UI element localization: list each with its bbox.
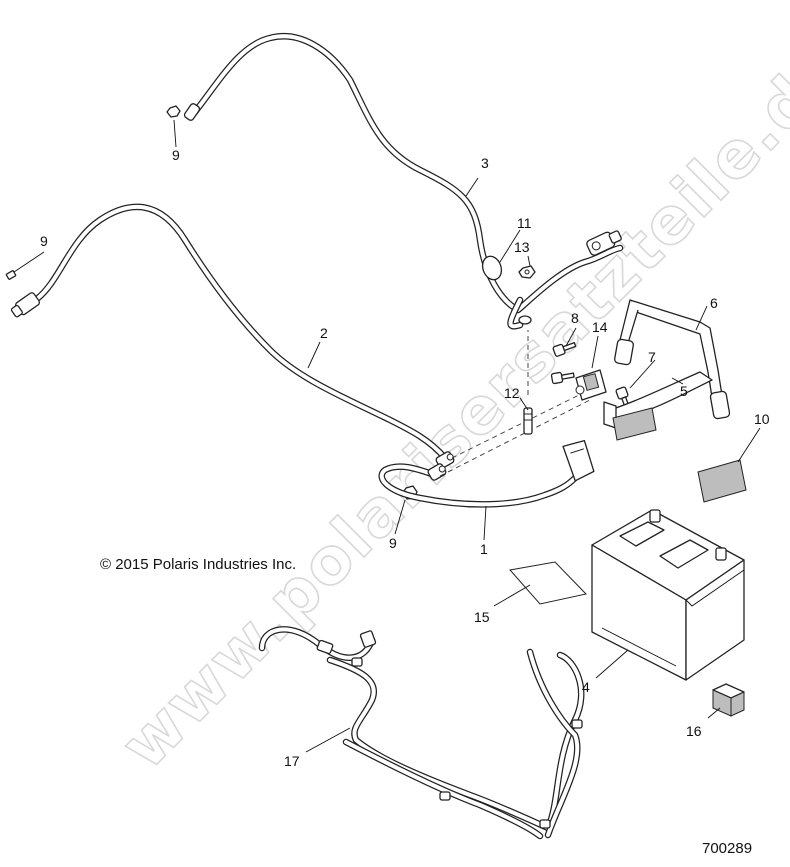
stud-part-12 — [523, 407, 533, 435]
callout-5: 5 — [680, 383, 688, 399]
nut-part-9-top — [166, 105, 181, 118]
tie-strap-part-11 — [481, 255, 503, 281]
callout-3: 3 — [481, 155, 489, 171]
callout-13: 13 — [514, 239, 530, 255]
callout-14: 14 — [592, 319, 608, 335]
cable-part-2 — [10, 203, 455, 469]
callout-12: 12 — [504, 385, 520, 401]
callout-9-left: 9 — [40, 233, 48, 249]
callout-9-center: 9 — [389, 535, 397, 551]
nut-part-13 — [518, 265, 536, 279]
bracket-part-5 — [603, 371, 713, 429]
callout-6: 6 — [710, 295, 718, 311]
leader-lines — [13, 119, 761, 753]
copyright-text: © 2015 Polaris Industries Inc. — [100, 556, 296, 573]
bracket-part-6 — [614, 299, 731, 420]
callout-4: 4 — [582, 679, 590, 695]
harness-part-17 — [258, 626, 585, 840]
callout-2: 2 — [320, 325, 328, 341]
decal-upper — [612, 407, 657, 441]
callout-17: 17 — [284, 753, 300, 769]
relay-part-14 — [575, 369, 607, 401]
callout-16: 16 — [686, 723, 702, 739]
callout-7: 7 — [648, 349, 656, 365]
callout-15: 15 — [474, 609, 490, 625]
cable-part-3 — [183, 33, 624, 330]
callouts: 9 9 3 11 13 2 8 14 6 7 5 12 10 9 1 15 4 … — [40, 147, 770, 769]
assembly-lines — [439, 330, 591, 477]
callout-1: 1 — [480, 541, 488, 557]
label-part-15 — [509, 561, 587, 605]
cable-part-1 — [378, 439, 595, 508]
decal-part-10 — [697, 459, 747, 503]
callout-11: 11 — [517, 215, 532, 231]
callout-9-top: 9 — [172, 147, 180, 163]
battery-part-4 — [591, 509, 745, 681]
callout-10: 10 — [754, 411, 770, 427]
fuse-part-16 — [712, 683, 745, 717]
nut-part-9-left — [5, 270, 17, 280]
bolt-part-8 — [550, 341, 577, 385]
diagram-id: 700289 — [702, 840, 752, 857]
callout-8: 8 — [571, 310, 579, 326]
